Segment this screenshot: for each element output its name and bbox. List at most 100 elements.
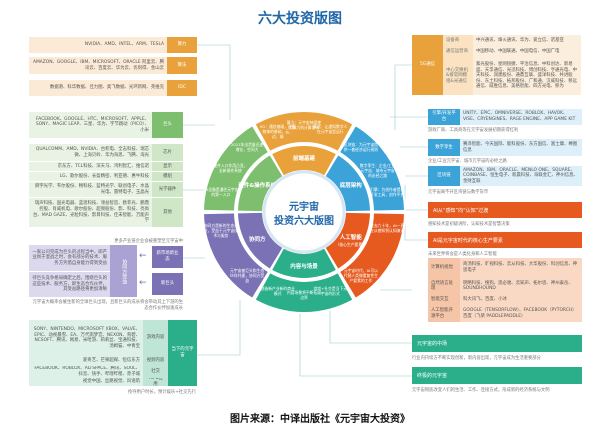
ring-outer-segment[interactable]	[255, 273, 353, 312]
collab-text: 待巨头竞争格局确定之后，围绕巨头的这些技术、服务方，即生态合作伙伴，其受益路径将…	[29, 272, 110, 297]
infra-caption: 元宇宙离不开区块链与数字货币	[428, 190, 489, 195]
content-category-label: 视频内容	[143, 357, 168, 366]
ring-segment-label: 底层架构	[339, 181, 363, 189]
ring-outer-text: 内容场景将不断拓展边界	[286, 290, 322, 300]
hardware-giants-label: 巨头	[152, 112, 183, 138]
compute-companies: AMAZON、GOOGLE、IBM、MICROSOFT、ORACLE 阿里云、腾…	[29, 57, 167, 74]
ring-outer-text: 元宇宙被巨头和生态伙伴共建，协同方受益	[230, 268, 265, 284]
5g-subcategory: 通信运营商	[443, 47, 473, 57]
collab-caption-bottom: 元宇宙大概率会催生新的全球巨头出现，且新巨头的成长将会带动其上下游的生态合作伙伴…	[32, 300, 183, 311]
connector-line	[329, 310, 412, 344]
ring-segment-label: 前端基建	[293, 154, 316, 162]
ring-outer-segment[interactable]	[340, 213, 404, 298]
hardware-companies: 京东方、TCL科技、深天马、鸿利智汇、维信诺	[29, 162, 152, 171]
content-category-label: 社交	[143, 366, 168, 378]
5g-companies: 中国移动、中国联通、中国电信、中国广电	[473, 47, 581, 57]
ring-segment-label: 人工智能	[340, 233, 363, 241]
new-giants-box: 新巨头	[152, 273, 183, 295]
center-title: 元宇宙	[289, 200, 319, 213]
infra-caption: 游戏厂商、工具商等在元宇宙发展初期获得红利	[428, 128, 519, 133]
ring-outer-segment[interactable]	[204, 213, 268, 298]
ring-outer-segment[interactable]	[340, 126, 404, 211]
metaverse-stage-caption: 元宇宙彻底改变人们的生活、工作、连接方式，形成新的经济系统与文明	[412, 388, 550, 393]
current-metaverse-label: 当下的元宇宙	[168, 320, 197, 386]
ring-outer-text: 算力：元宇宙持续使用算力的计算需求	[286, 120, 322, 130]
content-companies: SONY、NINTENDO、MICROSOFT XBOX、VALVE、EPIC、…	[29, 320, 143, 357]
ring-outer-text: 区块链：为元宇宙提供一套经济运行规则	[343, 141, 378, 152]
5g-companies: 中兴通讯、烽火通讯、华为、爱立信、诺基亚	[473, 35, 581, 47]
ai-companies: 商汤科技、旷视科技、云从科技、大华股份、科创信息、神思电子	[460, 258, 582, 278]
ai-caption: 未来世界将会是人类化身和人工智能	[428, 252, 497, 257]
content-companies: 视觉中国、丝路视觉、风语筑	[29, 378, 143, 386]
5g-companies: 紫光股份、星网锐捷、平治信息、中科创达、新易盛、天孚通信、光迅科技、博创科技、亨…	[473, 57, 581, 95]
content-companies: 爱奇艺、芒果超媒、恒信东方	[29, 357, 143, 366]
connector-line	[197, 44, 231, 120]
compute-companies: 数据港、科华数据、佳力图、奥飞数据、光环新网、英维克	[29, 80, 167, 96]
arrow-left-icon: ←	[139, 278, 147, 288]
center-title: 投资六大版图	[274, 214, 334, 227]
5g-label: 5G通信	[412, 35, 443, 95]
hardware-category-label: 显示	[152, 162, 183, 171]
source-caption: 图片来源：中译出版社《元宇宙大投资》	[230, 414, 410, 425]
connector-line	[394, 64, 412, 130]
ring-inner-segment[interactable]	[238, 212, 283, 269]
ring-outer-text: 数字孪生：企业/工业元宇宙、城市元宇宙的必经之路	[359, 162, 396, 178]
infra-category-label: 区块链	[428, 166, 460, 186]
hardware-companies: QUALCOMM、AMD、NVIDIA、台积电、全志科技、瑞芯微、上海贝岭、华为…	[29, 144, 152, 161]
hardware-category-label: 芯片	[152, 144, 183, 161]
metaverse-stage-caption: 行业内持续方不断实现创新，新内容出现，元宇宙成为生活重要部分	[412, 356, 541, 361]
connector-line	[299, 312, 412, 377]
ai-companies: 明略科技、搜狗、思必驰、云知声、拓尔思、神州泰岳、SOUNDHOUND	[460, 278, 582, 295]
ring-segment-label: 硬件&操作系统	[238, 181, 276, 189]
hardware-category-label: 模组	[152, 172, 183, 181]
ring-segment-sublabel: （核心生产要素）	[336, 242, 366, 247]
ring-outer-text: 5G：通信基础，连接物体的基础，云、边、端	[259, 124, 296, 140]
ai-companies: GOOGLE（TENSORFLOW）、FACEBOOK（PYTORCH）百度（飞…	[460, 306, 582, 322]
ring-inner-segment[interactable]	[325, 155, 370, 212]
connector-line	[197, 300, 241, 356]
ring-outer-text: 算法：让虚拟数字人在元宇宙里运行	[313, 124, 348, 135]
hardware-companies: 舜宇光学、韦尔股份、畅科技、蓝特光学、联创电子、水晶光电、雷特电子、玉晶光	[29, 182, 152, 197]
compute-category-label: 算法	[167, 57, 197, 74]
infra-companies: 赛泽智能、今天国际、能科股份、东方国信、富士康、棒图信息	[460, 139, 582, 156]
ring-outer-text: 硬件入口作用凸显，全新操作系统	[213, 162, 248, 173]
center-circle	[262, 170, 346, 254]
compute-category-label: IDC	[167, 80, 197, 96]
ring-outer-text: 引擎：为创作者提供开发工具，创作平台	[370, 187, 405, 198]
ring-inner-segment[interactable]	[238, 155, 283, 212]
5g-subcategory: 中心交换机&接软网模组&光通信	[443, 57, 473, 95]
ring-outer-text: 过去六十年，AI一直在从感知到认知演进	[370, 222, 405, 233]
collab-label: 协同方受益	[110, 245, 137, 297]
page-title: 六大投资版图	[258, 11, 342, 27]
content-category-label: TO B应用	[143, 378, 168, 386]
ai-companies: 科大讯飞、百度、小冰	[460, 295, 582, 306]
ai-category-label: 智能交互	[428, 295, 460, 306]
hardware-giants-companies: FACEBOOK、GOOGLE、HTC、MICROSOFT、APPLE、SONY…	[29, 112, 152, 138]
ring-inner-segment[interactable]	[272, 248, 336, 278]
ai-category-label: 计算机视觉	[428, 258, 460, 278]
hardware-companies: 瑞声科技、国光电器、蓝思科技、领益智造、欧菲光、鹏鼎控股、肖威机电、歌尔股份、超…	[29, 198, 152, 227]
infra-companies: AMAZON、IBM、ORACLE、MENLO ONE、SQUARE、COINB…	[460, 166, 582, 186]
collab-text: 一家公司完成为巨头的过程当中，即产业尚于混战之时，会有部分的技术、服务方凭借自身…	[29, 245, 110, 271]
ring-inner-segment[interactable]	[325, 212, 370, 269]
ring-segment-label: 内容与场景	[290, 262, 318, 270]
content-caption: 抢夺用户时长，预计娱乐+社交先行	[127, 390, 196, 395]
ring-outer-text: 游戏+社交是当下元宇宙的形式	[313, 285, 348, 296]
compute-companies: NVIDIA、AMD、INTEL、ARM、TESLA	[29, 37, 167, 53]
ring-inner-segment[interactable]	[272, 145, 336, 176]
5g-subcategory: 设备商	[443, 35, 473, 47]
ring-outer-text: VR设备是通往元宇宙的第一入口	[203, 187, 239, 198]
ring-outer-segment[interactable]	[204, 126, 268, 211]
ring-outer-text: 2021年出货量迅速增长，空间大	[230, 141, 264, 152]
ring-outer-segment[interactable]	[255, 111, 353, 151]
hardware-companies: LG、歌尔股份、长盈精密、利亚德、惠牛科技	[29, 172, 152, 181]
ai-caption: 感知技术是初级进阶，认知技术是智慧决策	[428, 222, 510, 227]
metaverse-stage-bar: 终极的元宇宙	[412, 367, 582, 384]
infra-category-label: 引擎/开发平台	[428, 109, 460, 125]
ai-category-label: 自然语言处理	[428, 278, 460, 295]
hardware-category-label: 其他	[152, 198, 183, 227]
infra-companies: UNITY、EPIC、OMNIVERSE、ROBLOX、HAVOK、VISE、C…	[460, 109, 582, 125]
metaverse-stage-bar: 元宇宙的中场	[412, 335, 582, 352]
